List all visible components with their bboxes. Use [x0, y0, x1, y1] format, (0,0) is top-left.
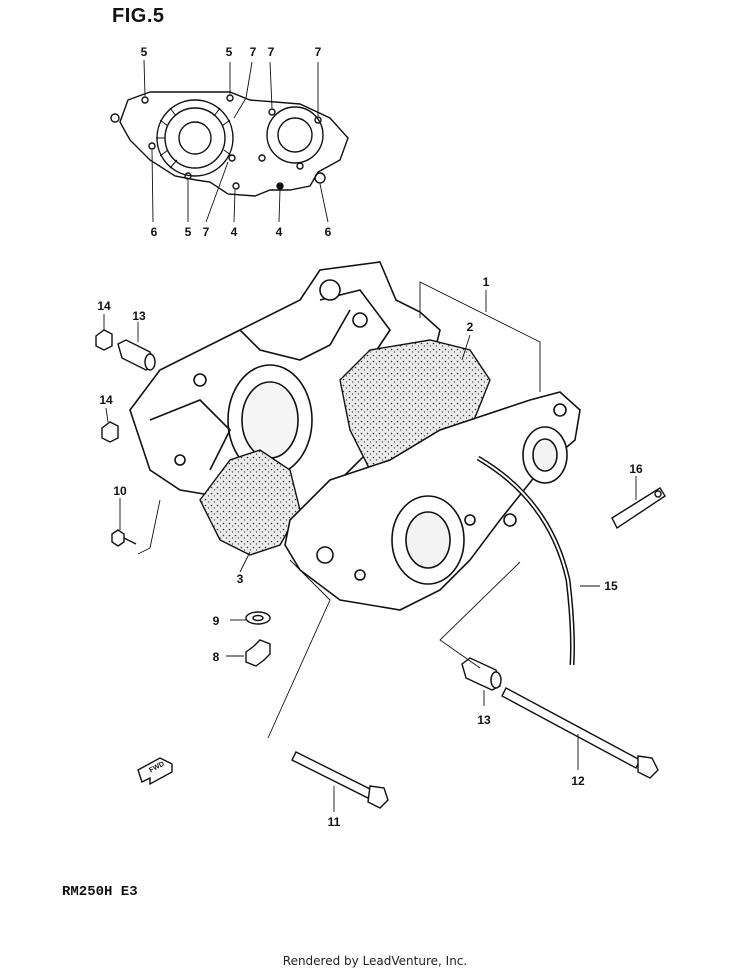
callout-inset-6a: 6 — [150, 225, 158, 239]
callout-inset-7b: 7 — [267, 45, 275, 59]
callout-inset-7c: 7 — [314, 45, 322, 59]
crankcase-left-half — [284, 391, 581, 611]
callout-13-dowel-upper: 13 — [132, 309, 146, 323]
hose-clamp — [611, 487, 666, 530]
bolt-11 — [291, 751, 389, 809]
leader-lines — [103, 281, 637, 812]
callout-inset-4b: 4 — [275, 225, 283, 239]
callout-1-crankcase-set: 1 — [482, 275, 490, 289]
callout-9-washer: 9 — [212, 614, 220, 628]
callout-2-gasket: 2 — [466, 320, 474, 334]
drain-plug-8 — [245, 639, 271, 667]
callout-inset-7a: 7 — [249, 45, 257, 59]
dowel-13-lower — [461, 657, 502, 691]
callout-12-long-bolt: 12 — [571, 774, 585, 788]
callout-inset-4a: 4 — [230, 225, 238, 239]
callout-inset-5c: 5 — [184, 225, 192, 239]
fwd-arrow — [137, 757, 173, 786]
model-code: RM250H E3 — [62, 884, 138, 900]
callout-11-bolt: 11 — [327, 815, 341, 829]
figure-label: FIG.5 — [112, 5, 165, 27]
long-bolt-12 — [501, 687, 659, 779]
nut-14-upper — [95, 329, 113, 351]
callout-15-hose: 15 — [604, 579, 618, 593]
callout-inset-6b: 6 — [324, 225, 332, 239]
nut-14-lower — [101, 421, 119, 443]
dowel-13-upper — [117, 339, 156, 371]
callout-inset-5b: 5 — [225, 45, 233, 59]
callout-8-plug: 8 — [212, 650, 220, 664]
footer-credit: Rendered by LeadVenture, Inc. — [282, 954, 468, 968]
callout-13-dowel-lower: 13 — [477, 713, 491, 727]
callout-inset-5a: 5 — [140, 45, 148, 59]
washer-9 — [245, 611, 271, 625]
callout-16-clamp: 16 — [629, 462, 643, 476]
callout-3-gasket: 3 — [236, 572, 244, 586]
callout-inset-7d: 7 — [202, 225, 210, 239]
callout-14-nut-upper: 14 — [97, 299, 111, 313]
callout-14-nut-lower: 14 — [99, 393, 113, 407]
bolt-10 — [111, 529, 137, 547]
inset-bolt-layout — [110, 59, 349, 223]
callout-10-bolt: 10 — [113, 484, 127, 498]
